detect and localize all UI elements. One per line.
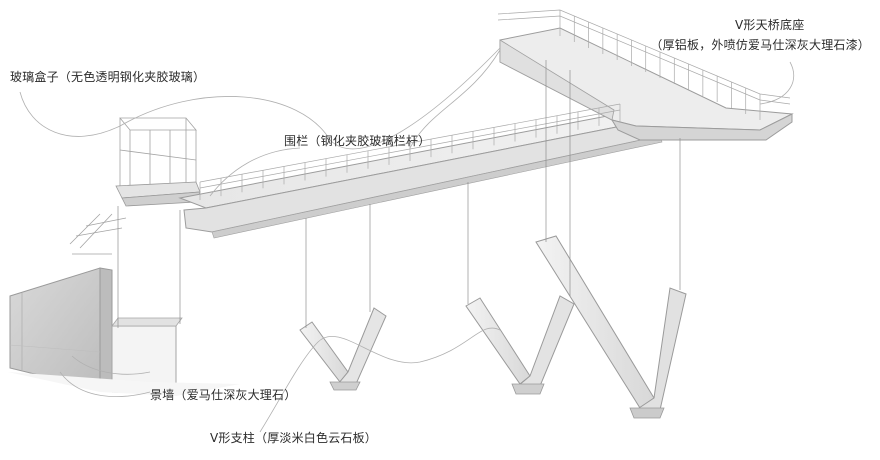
v-column-2 <box>465 295 575 395</box>
v-bridge-base <box>499 27 794 141</box>
feature-wall-label: 景墙（爱马仕深灰大理石） <box>150 388 297 402</box>
v-base-material-label: （厚铝板，外喷仿爱马仕深灰大理石漆） <box>650 38 870 52</box>
v-column-3 <box>535 235 687 419</box>
bridge-deck <box>178 111 663 239</box>
feature-wall <box>8 267 240 396</box>
glass-box <box>69 117 201 255</box>
hanger-lines <box>117 60 681 328</box>
v-column-1 <box>299 307 387 391</box>
leader-lines <box>19 47 795 433</box>
v-columns-label: V形支柱（厚淡米白色云石板） <box>210 431 378 445</box>
v-columns <box>299 235 687 419</box>
glass-box-label: 玻璃盒子（无色透明钢化夹胶玻璃） <box>10 70 206 84</box>
railing-label: 围栏（钢化夹胶玻璃栏杆） <box>284 134 431 148</box>
v-base-title-label: V形天桥底座 <box>735 18 805 32</box>
railing <box>199 9 791 200</box>
